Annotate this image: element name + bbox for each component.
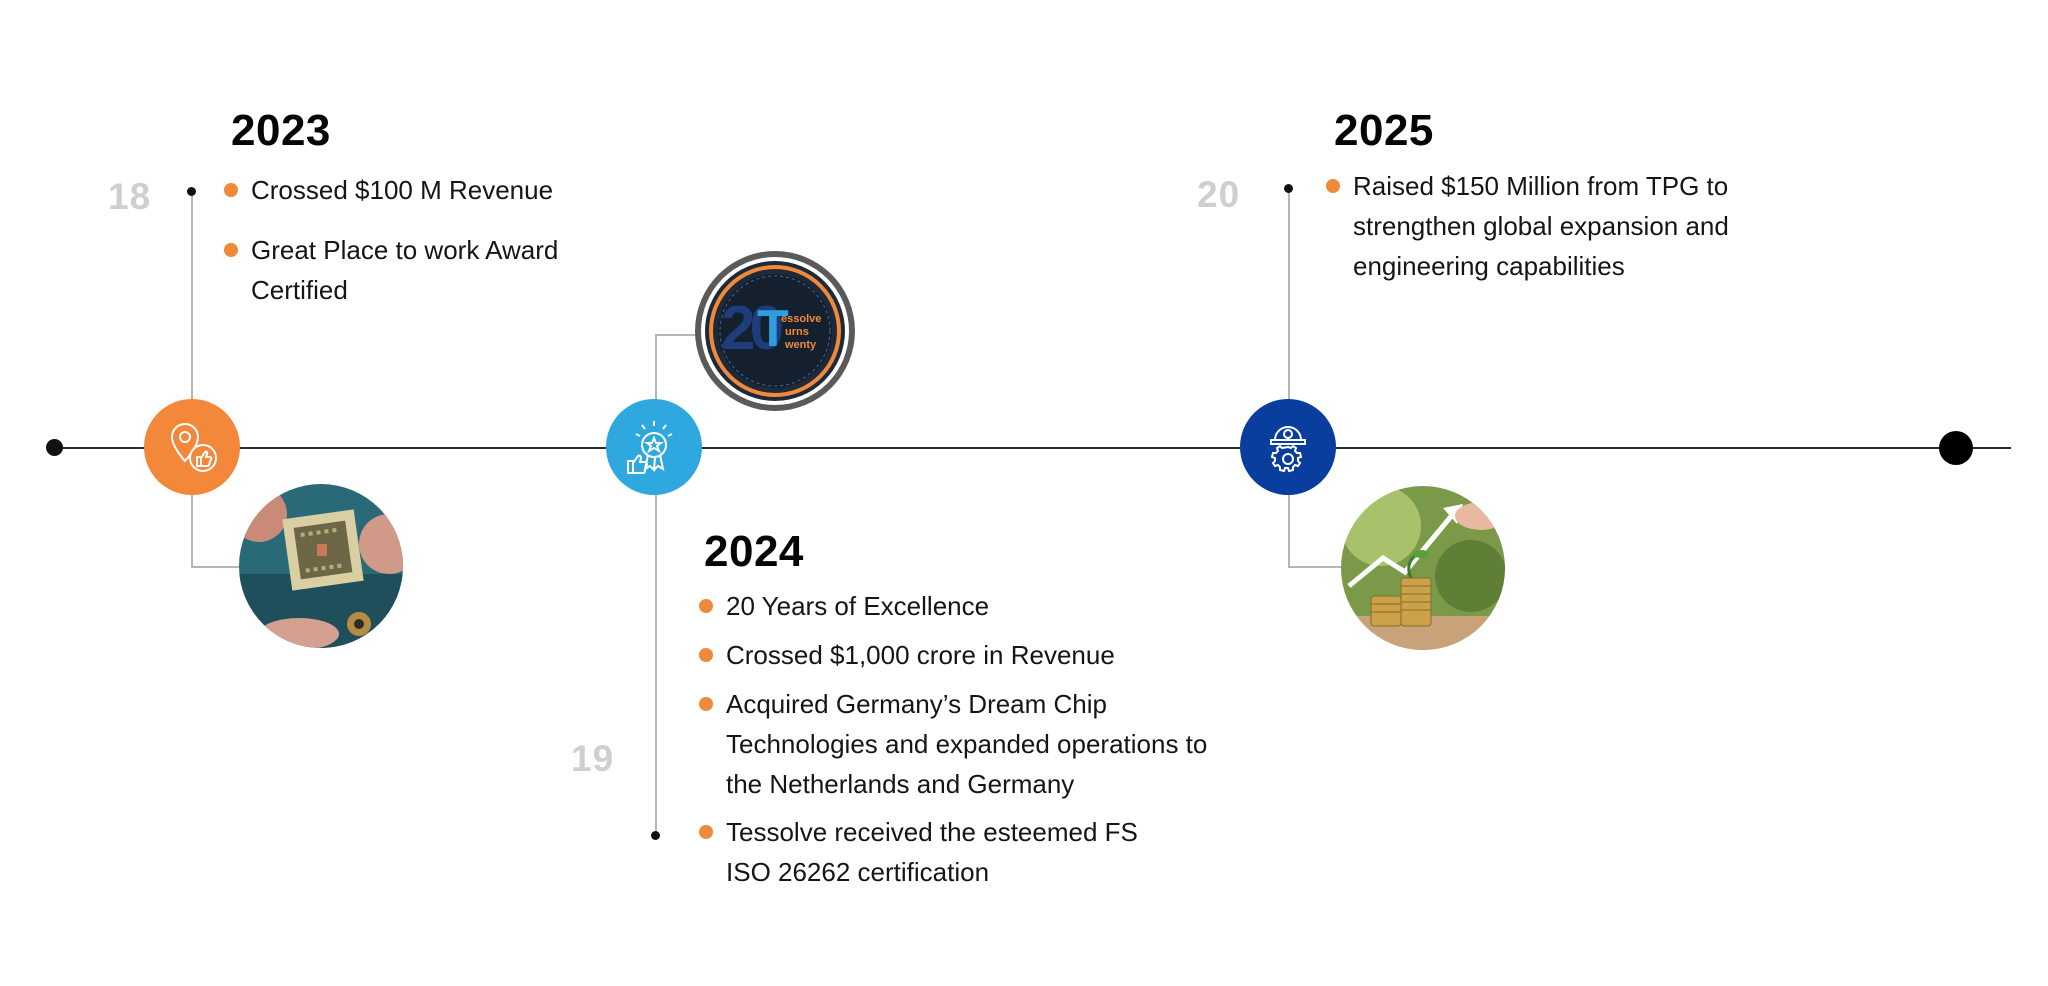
achievement-item: Great Place to work Award Certified — [224, 230, 604, 310]
microchip-photo — [239, 484, 403, 648]
connector-vertical — [655, 334, 657, 834]
connector-vertical — [1288, 190, 1290, 568]
milestone-year: 2024 — [704, 527, 804, 576]
milestone-node-2023 — [144, 399, 240, 495]
timeline-end-dot — [1939, 431, 1973, 465]
achievement-item: Raised $150 Million from TPG to strength… — [1326, 166, 1796, 286]
timeline-axis — [54, 447, 2011, 449]
achievement-item: 20 Years of Excellence — [699, 586, 1239, 626]
badge-line: urns — [785, 326, 809, 338]
badge-line: wenty — [785, 339, 817, 351]
connector-horizontal — [191, 566, 241, 568]
milestone-node-2025 — [1240, 399, 1336, 495]
connector-horizontal — [655, 334, 697, 336]
milestone-index: 19 — [571, 738, 615, 779]
achievement-item: Tessolve received the esteemed FS ISO 26… — [699, 812, 1176, 892]
achievement-item: Crossed $1,000 crore in Revenue — [699, 635, 1239, 675]
milestone-index: 18 — [108, 176, 152, 217]
badge-letter: T — [757, 300, 789, 358]
award-badge-thumbs-up-icon — [627, 421, 673, 474]
milestone-achievements: Crossed $100 M Revenue Great Place to wo… — [224, 170, 604, 310]
connector-dot — [187, 187, 196, 196]
connector-horizontal — [1288, 566, 1348, 568]
milestone-achievements: Raised $150 Million from TPG to strength… — [1326, 166, 1796, 286]
gear-helmet-icon — [1270, 426, 1306, 473]
milestone-achievements: 20 Years of Excellence Crossed $1,000 cr… — [699, 586, 1239, 892]
milestone-index: 20 — [1197, 174, 1241, 215]
connector-dot — [1284, 184, 1293, 193]
achievement-item: Acquired Germany’s Dream Chip Technologi… — [699, 684, 1239, 804]
milestone-node-2024 — [606, 399, 702, 495]
badge-line: essolve — [781, 313, 822, 325]
badge-number: 20 — [721, 294, 784, 363]
milestone-year: 2023 — [231, 106, 331, 155]
tessolve-turns-twenty-badge: 20 T essolve urns wenty — [693, 249, 857, 413]
location-thumbs-up-icon — [170, 422, 217, 472]
achievement-item: Crossed $100 M Revenue — [224, 170, 604, 210]
connector-dot — [651, 831, 660, 840]
coin-growth-photo — [1341, 486, 1505, 650]
connector-vertical — [191, 194, 193, 568]
timeline-start-dot — [46, 439, 63, 456]
milestone-year: 2025 — [1334, 106, 1434, 155]
